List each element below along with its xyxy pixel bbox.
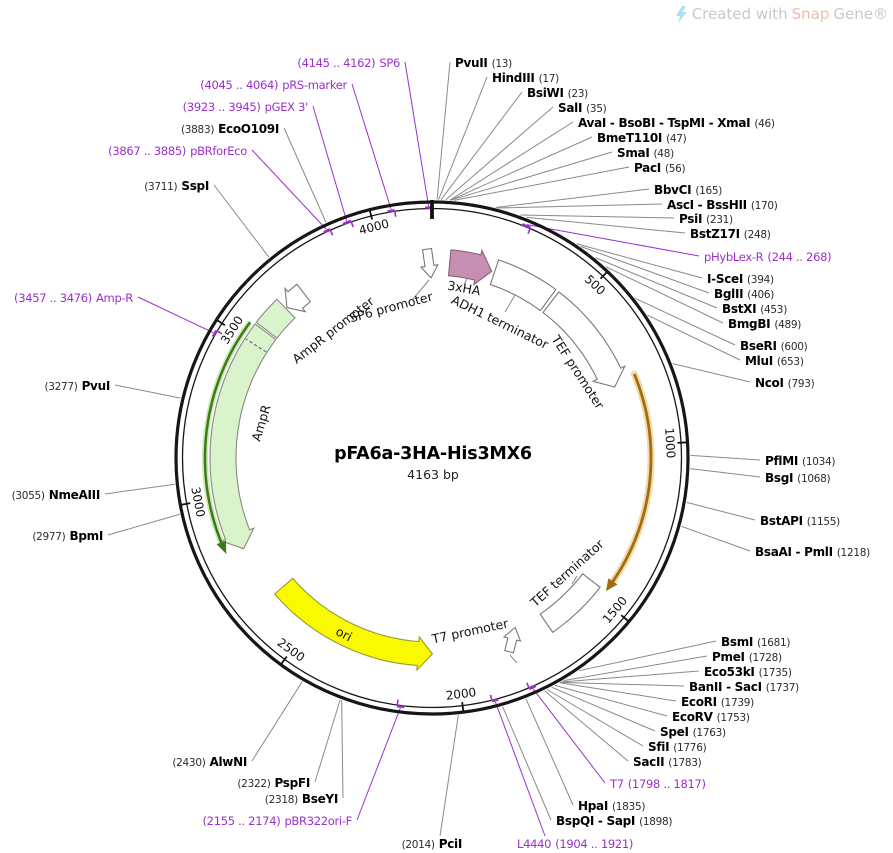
site-label-paci: PacI(56) (634, 159, 685, 177)
leader-line-pbrforeco (252, 150, 326, 229)
orf-marker-feature (612, 374, 651, 583)
primer-label-prs-marker: (4045 .. 4064)pRS-marker (200, 76, 347, 93)
ampr-line-head (217, 541, 227, 555)
leader-line-avai-bsobi-tspmi-xmai (450, 122, 573, 200)
leader-line-pmei (563, 656, 707, 681)
primer-mark-amp-r (213, 331, 217, 337)
title-block: pFA6a-3HA-His3MX6 4163 bp (334, 444, 532, 482)
primer-label-t7: T7(1798 .. 1817) (610, 775, 706, 792)
primer-mark-tick-prs-marker (395, 210, 396, 216)
site-label-pcii: (2014)PciI (402, 835, 462, 853)
leader-line-paci (454, 167, 629, 200)
leader-line-smai (451, 152, 612, 200)
leader-line-pvuii (437, 62, 450, 200)
site-label-ecoo109i: (3883)EcoO109I (181, 120, 279, 138)
site-label-pflmi: PflMI(1034) (765, 452, 835, 470)
leader-line-bpmi (108, 514, 180, 535)
primer-mark-l4440 (492, 700, 498, 702)
site-label-alwni: (2430)AlwNI (172, 753, 247, 771)
leader-line-sacii (545, 691, 628, 761)
leader-line-bseyi (342, 700, 343, 798)
leader-line-ecoo109i (284, 128, 326, 222)
site-label-bseyi: (2318)BseYI (265, 790, 338, 808)
leader-line-amp-r (138, 297, 213, 333)
primer-label-pbr322ori-f: (2155 .. 2174)pBR322ori-F (203, 812, 353, 829)
primer-mark-pgex-3 (343, 221, 351, 224)
site-label-nmeaiii: (3055)NmeAIII (12, 486, 100, 504)
tick-mark-2000 (462, 702, 463, 711)
sp6-promoter-feature (419, 248, 440, 279)
tick-mark-1000 (678, 442, 687, 443)
tick-mark-4000 (370, 210, 372, 219)
leader-line-bsaai-pmli (681, 526, 750, 551)
tick-label-1000: 1000 (662, 428, 678, 459)
leader-line-prs-marker (352, 84, 391, 209)
primer-label-l4440: L4440(1904 .. 1921) (517, 835, 633, 852)
primer-mark-pbrforeco (324, 229, 330, 232)
feature-callout-line-1 (505, 295, 515, 312)
leader-line-ecorv (555, 685, 667, 716)
watermark-prefix: Created with (692, 5, 788, 23)
primer-mark-prs-marker (388, 210, 395, 211)
leader-line-sp6 (405, 62, 429, 206)
leader-line-psii (520, 215, 674, 218)
leader-line-bmet110i (450, 137, 592, 200)
site-label-bpmi: (2977)BpmI (32, 527, 103, 545)
site-label-ncoi: NcoI(793) (755, 374, 814, 392)
leader-line-hpai (526, 699, 573, 805)
site-label-sacii: SacII(1783) (633, 753, 701, 771)
primer-label-pbrforeco: (3867 .. 3885)pBRforEco (108, 142, 247, 159)
site-label-bsaai-pmli: BsaAI - PmlI(1218) (755, 543, 870, 561)
primer-label-phyblex-r: pHybLex-R(244 .. 268) (704, 248, 831, 265)
plasmid-title: pFA6a-3HA-His3MX6 (334, 444, 532, 464)
leader-line-pflmi (690, 455, 760, 460)
site-label-pspfi: (2322)PspFI (237, 774, 310, 792)
ampr-feature (210, 324, 276, 549)
leader-line-pcii (440, 715, 458, 836)
primer-mark-tick-pbr322ori-f (397, 700, 398, 706)
leader-line-bsiwi (441, 92, 522, 200)
leader-line-l4440 (495, 702, 545, 836)
site-label-bmgbi: BmgBI(489) (728, 315, 801, 333)
leader-line-sspi (214, 185, 269, 257)
site-label-pvui: (3277)PvuI (44, 377, 110, 395)
leader-line-pspfi (315, 700, 340, 782)
primer-mark-t7 (529, 686, 536, 689)
leader-line-pbr322ori-f (357, 708, 400, 820)
leader-line-bsgi (690, 469, 760, 477)
watermark-gene: Gene® (833, 5, 888, 23)
primer-mark-pbr322ori-f (397, 706, 404, 707)
plasmid-length: 4163 bp (334, 467, 532, 482)
leader-line-bspqi-sapi (503, 707, 551, 820)
watermark-snap: Snap (792, 5, 830, 23)
leader-line-ncoi (673, 364, 750, 382)
primer-label-sp6: (4145 .. 4162)SP6 (297, 54, 400, 71)
site-label-bstapi: BstAPI(1155) (760, 512, 840, 530)
leader-line-pvui (115, 385, 181, 398)
leader-line-eco53ki (561, 671, 699, 682)
leader-line-nmeaiii (105, 484, 175, 494)
primer-label-pgex-3: (3923 .. 3945)pGEX 3' (183, 98, 308, 115)
snapgene-logo-icon (675, 6, 688, 23)
leader-line-mlui (647, 315, 740, 360)
site-label-mlui: MluI(653) (745, 352, 804, 370)
site-label-bstz17i: BstZ17I(248) (690, 225, 771, 243)
leader-line-alwni (252, 682, 302, 761)
tick-mark-3000 (181, 503, 190, 505)
primer-label-amp-r: (3457 .. 3476)Amp-R (14, 289, 133, 306)
site-label-bspqi-sapi: BspQI - SapI(1898) (556, 812, 672, 830)
leader-line-bmgbi (606, 267, 723, 323)
site-label-sspi: (3711)SspI (144, 177, 209, 195)
leader-line-bstapi (687, 502, 755, 520)
feature-callout-line-3 (510, 655, 517, 663)
site-label-bsgi: BsgI(1068) (765, 469, 830, 487)
ampr-promoter-arrow-feature (285, 284, 310, 311)
leader-line-sfii (547, 690, 643, 746)
adh1-terminator-feature (490, 260, 556, 311)
